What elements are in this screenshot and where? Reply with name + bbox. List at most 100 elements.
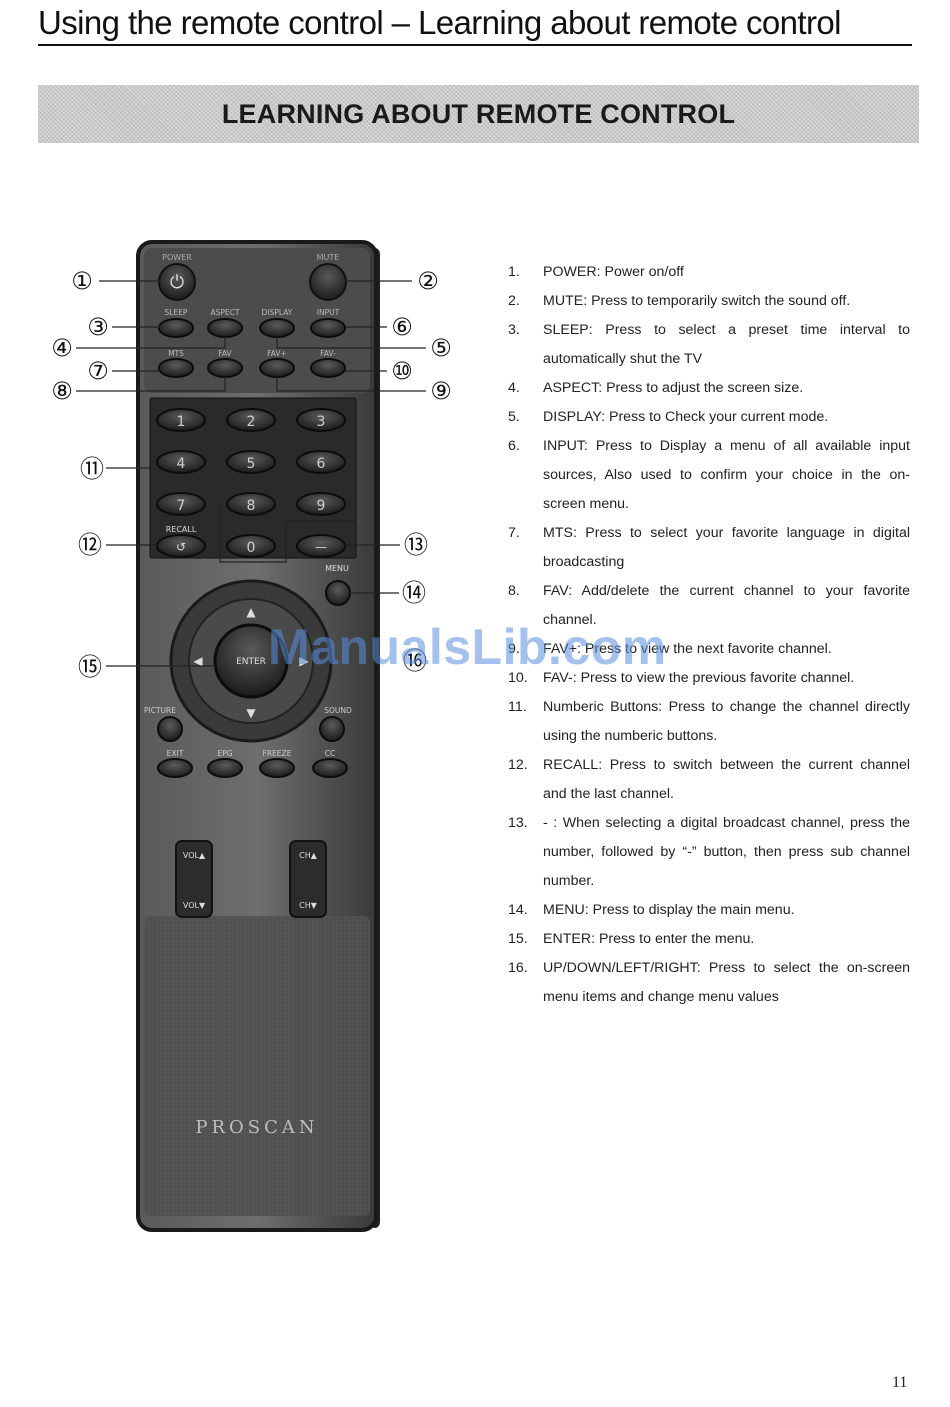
callout-12: ⑫ bbox=[78, 531, 102, 559]
digit-9-button bbox=[296, 492, 346, 516]
sound-label: SOUND bbox=[324, 706, 352, 715]
callout-line-4 bbox=[76, 337, 226, 349]
recall-label: RECALL bbox=[166, 525, 197, 534]
legend-item: 3. SLEEP: Press to select a preset time i… bbox=[508, 316, 910, 374]
aspect-button bbox=[207, 318, 243, 338]
legend-text: FAV+: Press to view the next favorite ch… bbox=[543, 641, 832, 657]
section-title: LEARNING ABOUT REMOTE CONTROL bbox=[221, 98, 736, 129]
mute-label: MUTE bbox=[317, 253, 340, 262]
picture-label: PICTURE bbox=[144, 706, 176, 715]
display-button bbox=[259, 318, 295, 338]
cc-button bbox=[312, 758, 348, 778]
button-legend: 1. POWER: Power on/off 2.MUTE: Press to t… bbox=[508, 258, 910, 1012]
legend-item: 7. MTS: Press to select your favorite lan… bbox=[508, 519, 910, 577]
epg-label: EPG bbox=[217, 749, 232, 758]
legend-number: 3. bbox=[508, 322, 520, 338]
legend-text: DISPLAY: Press to Check your current mod… bbox=[543, 409, 829, 425]
menu-button bbox=[325, 580, 351, 606]
mute-button bbox=[309, 263, 347, 301]
number-pad-panel bbox=[149, 397, 357, 559]
input-button bbox=[310, 318, 346, 338]
legend-text: UP/DOWN/LEFT/RIGHT: Press to select the … bbox=[543, 960, 910, 1005]
digit-6-label: 6 bbox=[317, 456, 326, 472]
fav-label: FAV bbox=[218, 349, 232, 358]
dash-button bbox=[296, 534, 346, 558]
digit-2-button bbox=[226, 408, 276, 432]
legend-text: INPUT: Press to Display a menu of all av… bbox=[543, 438, 910, 512]
digit-0-label: 0 bbox=[247, 540, 256, 556]
digit-7-label: 7 bbox=[177, 498, 186, 514]
legend-text: - : When selecting a digital broadcast c… bbox=[543, 815, 910, 889]
legend-item: 6. INPUT: Press to Display a menu of all … bbox=[508, 432, 910, 519]
digit-1-button bbox=[156, 408, 206, 432]
digit-1-label: 1 bbox=[177, 414, 186, 430]
callout-line-8 bbox=[76, 377, 226, 392]
legend-number: 12. bbox=[508, 757, 528, 773]
legend-text: MENU: Press to display the main menu. bbox=[543, 902, 795, 918]
legend-text: MTS: Press to select your favorite langu… bbox=[543, 525, 910, 570]
callout-15: ⑮ bbox=[78, 653, 102, 681]
legend-item: 14. MENU: Press to display the main menu. bbox=[508, 896, 910, 925]
callout-16: ⑯ bbox=[403, 647, 427, 675]
fav-plus-label: FAV+ bbox=[267, 349, 287, 358]
legend-number: 14. bbox=[508, 902, 528, 918]
callout-14: ⑭ bbox=[402, 579, 426, 607]
grille-texture bbox=[144, 916, 370, 1216]
exit-label: EXIT bbox=[167, 749, 184, 758]
mts-button bbox=[158, 358, 194, 378]
legend-text: SLEEP: Press to select a preset time int… bbox=[543, 322, 910, 367]
ch-up-label: CH▲ bbox=[299, 851, 318, 860]
legend-text: POWER: Power on/off bbox=[543, 264, 684, 280]
legend-number: 9. bbox=[508, 641, 520, 657]
callout-4: ④ bbox=[51, 334, 73, 362]
remote-illustration: ⏻ POWER MUTE SLEEP ASPECT DISPLAY INPUT … bbox=[51, 240, 452, 1232]
page-title: Using the remote control – Learning abou… bbox=[38, 2, 912, 46]
vol-up-label: VOL▲ bbox=[183, 851, 206, 860]
callout-8: ⑧ bbox=[51, 377, 73, 405]
legend-number: 4. bbox=[508, 380, 520, 396]
left-arrow-icon: ◀ bbox=[193, 654, 203, 668]
legend-item: 13.- : When selecting a digital broadcas… bbox=[508, 809, 910, 896]
ch-down-label: CH▼ bbox=[299, 901, 318, 910]
brand-logo: PROSCAN bbox=[195, 1117, 318, 1138]
legend-item: 11.Numberic Buttons: Press to change the… bbox=[508, 693, 910, 751]
legend-number: 16. bbox=[508, 960, 528, 976]
legend-number: 2. bbox=[508, 293, 520, 309]
epg-button bbox=[207, 758, 243, 778]
power-label: POWER bbox=[162, 253, 192, 262]
right-arrow-icon: ▶ bbox=[299, 654, 309, 668]
callout-9: ⑨ bbox=[430, 377, 452, 405]
enter-label: ENTER bbox=[236, 657, 266, 667]
recall-icon: ↺ bbox=[176, 540, 186, 554]
legend-number: 11. bbox=[508, 699, 527, 715]
remote-diagram: ⏻ POWER MUTE SLEEP ASPECT DISPLAY INPUT … bbox=[40, 236, 460, 1236]
recall-button bbox=[156, 534, 206, 558]
legend-item: 12.RECALL: Press to switch between the c… bbox=[508, 751, 910, 809]
aspect-label: ASPECT bbox=[211, 308, 240, 317]
legend-item: 9. FAV+: Press to view the next favorite … bbox=[508, 635, 910, 664]
picture-button bbox=[157, 716, 183, 742]
digit-8-button bbox=[226, 492, 276, 516]
legend-text: FAV-: Press to view the previous favorit… bbox=[543, 670, 855, 686]
legend-number: 5. bbox=[508, 409, 520, 425]
sound-button bbox=[319, 716, 345, 742]
legend-text: FAV: Add/delete the current channel to y… bbox=[543, 583, 910, 628]
exit-button bbox=[157, 758, 193, 778]
vol-down-label: VOL▼ bbox=[183, 901, 206, 910]
fav-minus-button bbox=[310, 358, 346, 378]
legend-item: 8.FAV: Add/delete the current channel to… bbox=[508, 577, 910, 635]
callout-line-numpad-bottom bbox=[219, 508, 356, 563]
callout-11: ⑪ bbox=[80, 455, 104, 483]
callout-10: ⑩ bbox=[391, 357, 413, 385]
freeze-label: FREEZE bbox=[263, 749, 292, 758]
power-button bbox=[158, 263, 196, 301]
digit-3-button bbox=[296, 408, 346, 432]
digit-9-label: 9 bbox=[317, 498, 326, 514]
vol-rocker bbox=[175, 840, 213, 918]
legend-number: 6. bbox=[508, 438, 520, 454]
legend-number: 1. bbox=[508, 264, 520, 280]
callout-1: ① bbox=[71, 267, 93, 295]
legend-item: 2.MUTE: Press to temporarily switch the … bbox=[508, 287, 910, 316]
legend-number: 7. bbox=[508, 525, 520, 541]
ch-rocker bbox=[289, 840, 327, 918]
